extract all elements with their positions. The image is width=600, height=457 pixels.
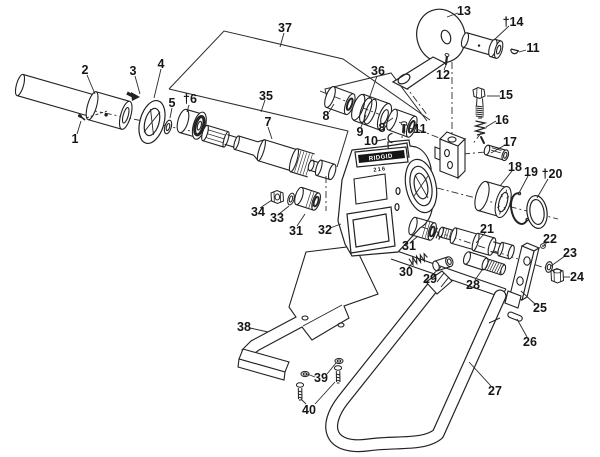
callout-8-right: 8 bbox=[379, 121, 386, 135]
part-18-needle-bearing bbox=[474, 180, 512, 219]
callout-5: 5 bbox=[169, 96, 176, 110]
callout-31-right: 31 bbox=[402, 239, 416, 253]
callout-27: 27 bbox=[488, 384, 502, 398]
callout-1: 1 bbox=[72, 132, 79, 146]
callout-24: 24 bbox=[570, 270, 584, 284]
callout-7: 7 bbox=[265, 115, 272, 129]
part-3-pin bbox=[126, 91, 140, 101]
callout-22: 22 bbox=[543, 232, 557, 246]
callout-26: 26 bbox=[523, 335, 537, 349]
callout-14: †14 bbox=[503, 15, 524, 29]
part-17-pin bbox=[483, 144, 510, 162]
callout-40: 40 bbox=[302, 403, 316, 417]
slide-block bbox=[434, 131, 466, 180]
callout-12: 12 bbox=[436, 68, 450, 82]
callout-11-middle: 11 bbox=[413, 122, 426, 136]
part-16-spring bbox=[473, 120, 488, 144]
callout-31-left: 31 bbox=[289, 224, 303, 238]
callout-3: 3 bbox=[130, 64, 137, 78]
part-20-ring bbox=[526, 195, 548, 229]
part-8-9-8-rollers bbox=[324, 86, 418, 138]
callout-33: 33 bbox=[270, 211, 284, 225]
part-30-spring bbox=[408, 252, 428, 267]
part-2-tube bbox=[14, 73, 133, 130]
part-38-plate bbox=[237, 245, 379, 381]
part-10-clip bbox=[387, 132, 393, 144]
callout-29: 29 bbox=[423, 272, 437, 286]
callout-18: 18 bbox=[508, 160, 522, 174]
callout-labels: 1 2 3 4 5 †6 7 8 8 9 10 11 11 12 13 †14 … bbox=[72, 4, 584, 417]
callout-4: 4 bbox=[158, 57, 165, 71]
callout-8-left: 8 bbox=[323, 109, 330, 123]
callout-36: 36 bbox=[371, 64, 385, 78]
part-27-handle bbox=[325, 270, 507, 453]
callout-30: 30 bbox=[399, 265, 413, 279]
callout-10: 10 bbox=[364, 134, 378, 148]
model-number-text: 216 bbox=[373, 166, 387, 174]
part-11-top-clip bbox=[510, 48, 520, 55]
center-lines bbox=[89, 62, 559, 269]
callout-11-top: 11 bbox=[526, 41, 539, 55]
callout-20: †20 bbox=[542, 167, 563, 181]
part-22-ball bbox=[540, 243, 546, 249]
part-7-shaft bbox=[201, 124, 337, 181]
callout-21: 21 bbox=[480, 222, 494, 236]
callout-9: 9 bbox=[357, 125, 364, 139]
callout-25: 25 bbox=[533, 301, 547, 315]
callout-28: 28 bbox=[466, 278, 480, 292]
part-29-plunger bbox=[432, 256, 454, 272]
part-39-washers bbox=[300, 357, 344, 378]
part-25-link bbox=[504, 242, 541, 309]
callout-34: 34 bbox=[251, 205, 265, 219]
callout-38: 38 bbox=[237, 320, 251, 334]
part-15-bolt bbox=[472, 86, 486, 119]
part-28-screw bbox=[462, 251, 507, 276]
part-31-left-roller bbox=[294, 186, 322, 211]
callout-15: 15 bbox=[499, 88, 513, 102]
brand-logo-text: RIDGID bbox=[368, 153, 393, 163]
part-34-nut bbox=[270, 189, 285, 205]
part-4-flange-disc bbox=[138, 99, 166, 145]
part-21-shaft bbox=[438, 226, 515, 260]
part-33-washer bbox=[287, 192, 295, 206]
callout-leaders bbox=[76, 12, 570, 405]
part-5-washer bbox=[163, 119, 173, 135]
brand-plate bbox=[358, 150, 405, 163]
part-40-screws bbox=[295, 365, 343, 401]
part-11-middle-pin bbox=[400, 121, 408, 135]
callout-39: 39 bbox=[314, 371, 328, 385]
callout-6: †6 bbox=[183, 92, 197, 106]
part-1-screw bbox=[77, 110, 108, 121]
callout-16: 16 bbox=[495, 113, 509, 127]
part-14-pin bbox=[460, 32, 504, 59]
callout-2: 2 bbox=[82, 63, 89, 77]
callout-35: 35 bbox=[259, 89, 273, 103]
part-26-pin bbox=[507, 311, 523, 322]
part-12-pin bbox=[444, 53, 450, 66]
callout-13: 13 bbox=[457, 4, 471, 18]
callout-32: 32 bbox=[318, 223, 332, 237]
handle-fork bbox=[425, 270, 453, 295]
part-23-washer bbox=[544, 261, 554, 273]
callout-19: 19 bbox=[524, 165, 538, 179]
callout-37: 37 bbox=[278, 21, 292, 35]
part-24-nut bbox=[550, 267, 565, 284]
callout-17: 17 bbox=[503, 135, 517, 149]
part-13-arm bbox=[391, 8, 466, 90]
callout-23: 23 bbox=[563, 246, 577, 260]
